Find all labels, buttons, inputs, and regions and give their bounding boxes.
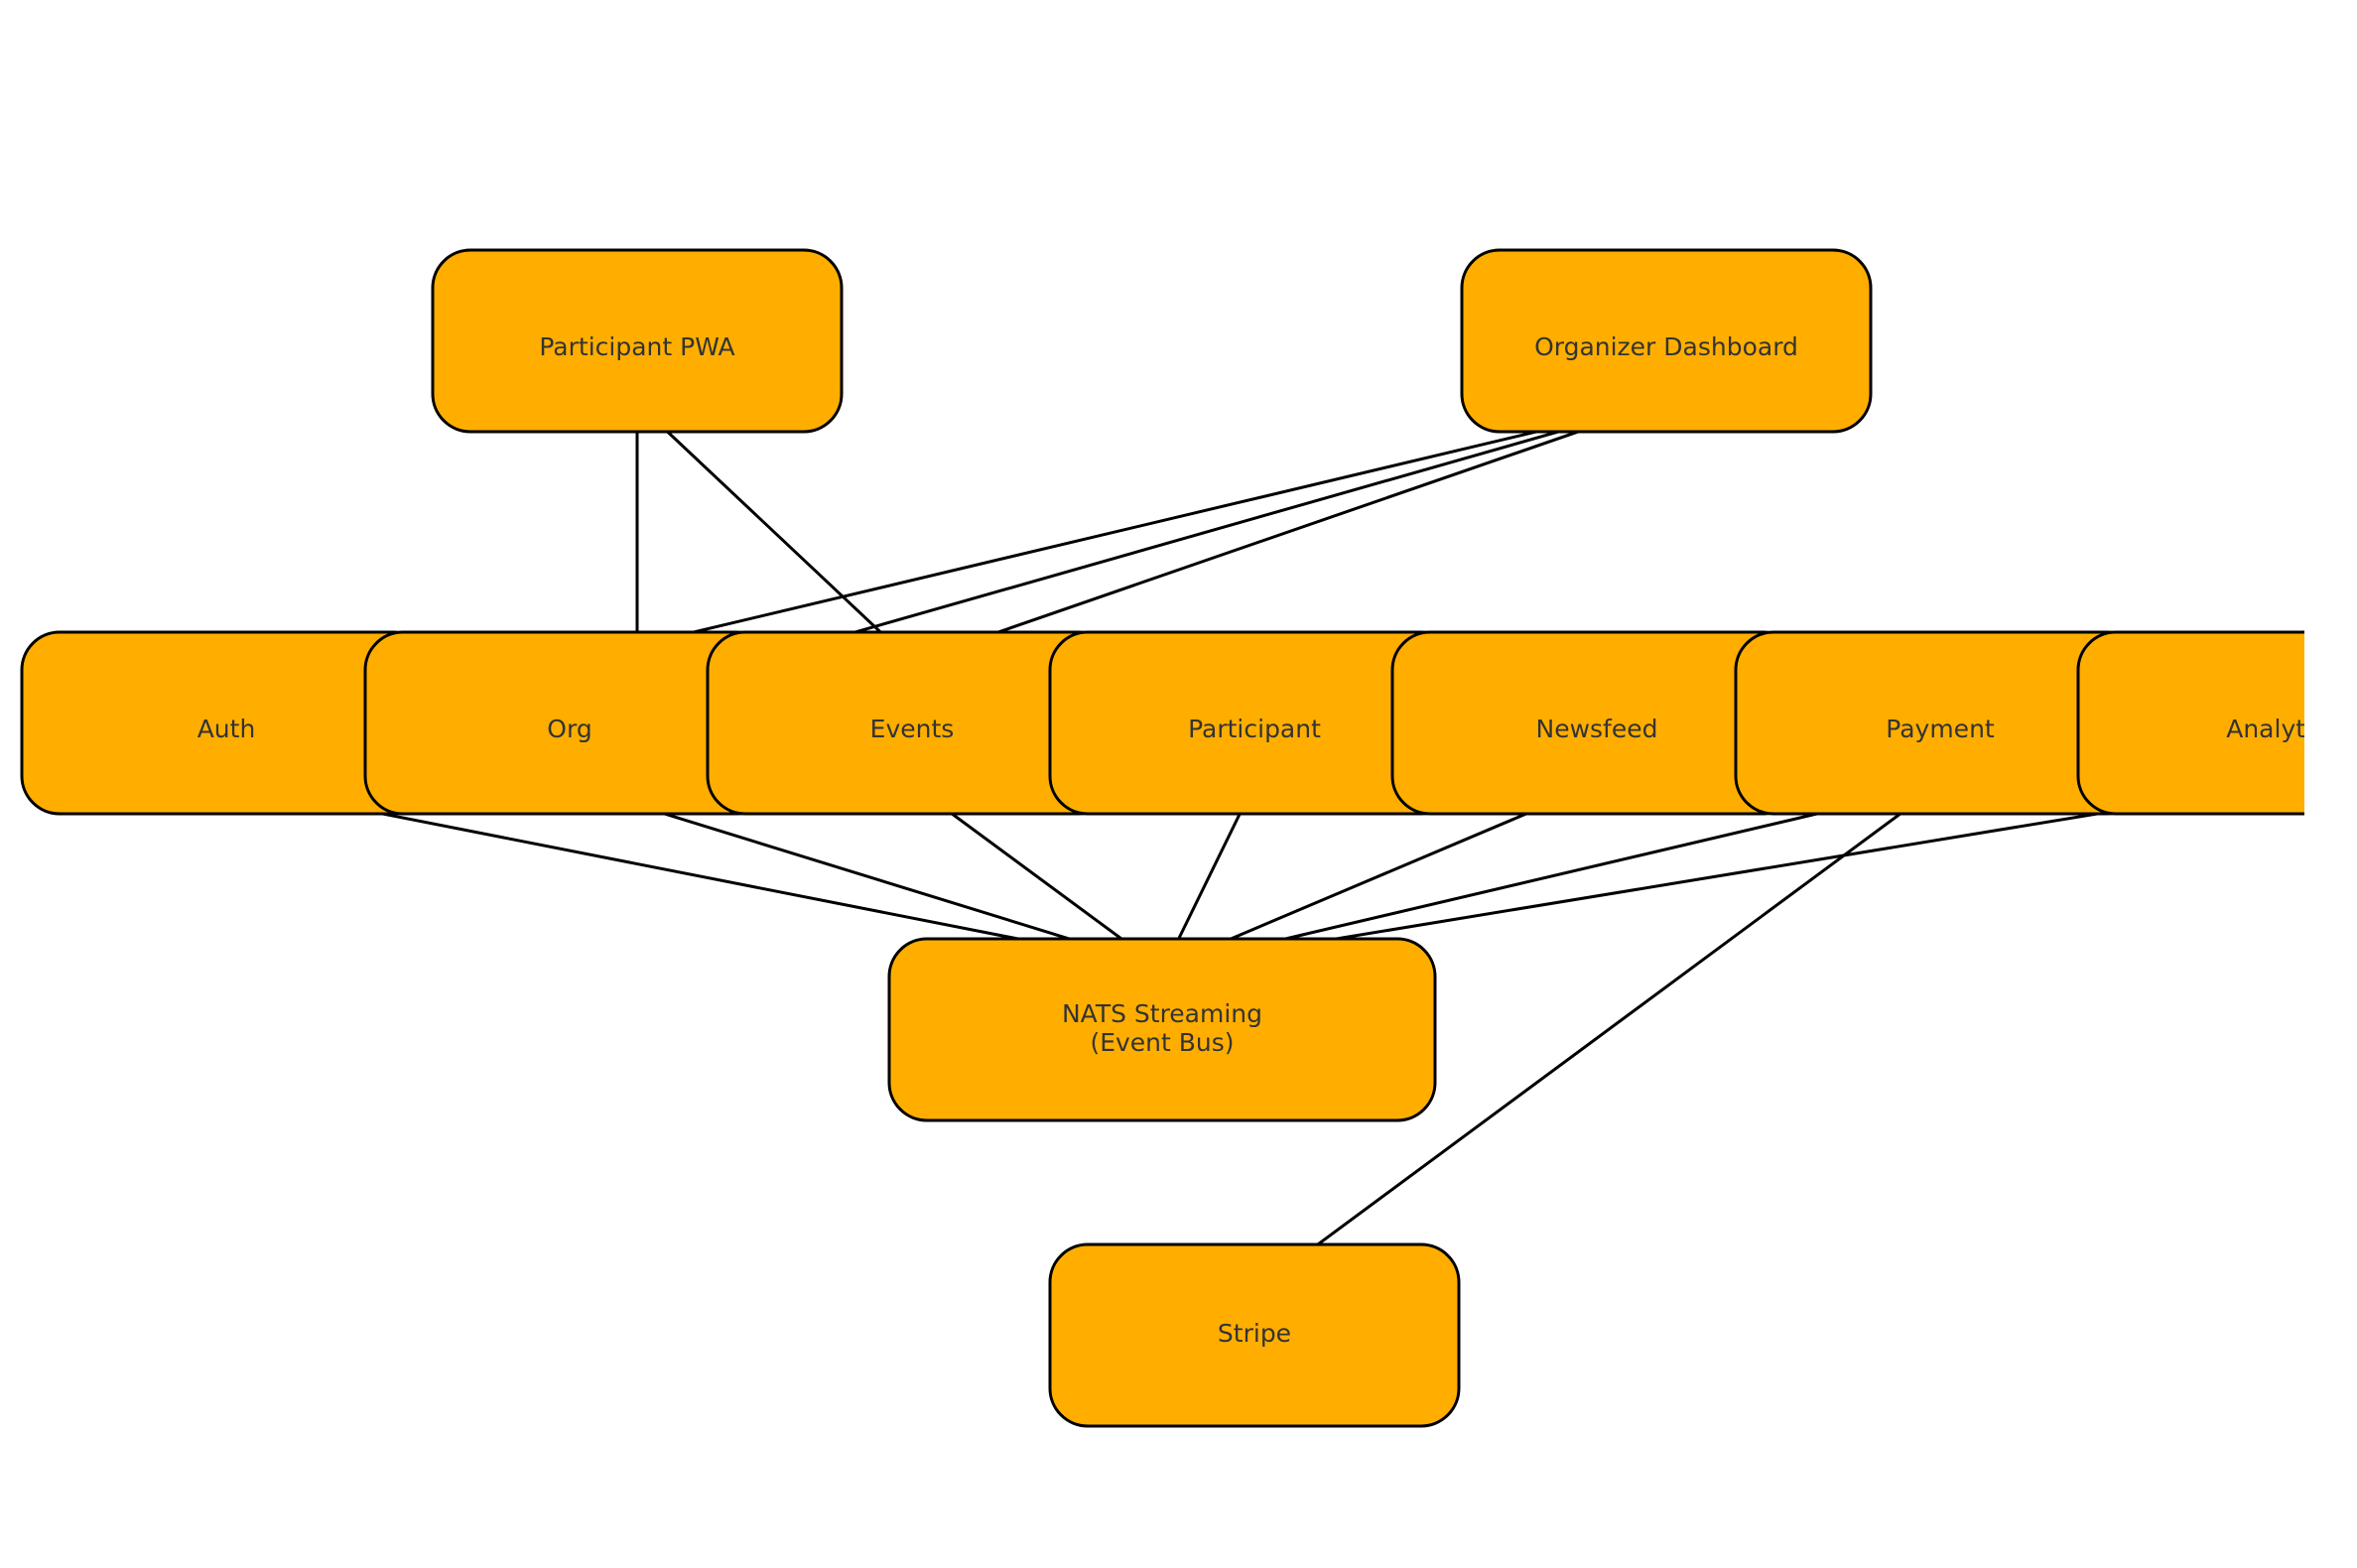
node-box (1460, 248, 1873, 434)
node-label: Payment (1886, 715, 1995, 743)
edge-nats-to-payment (1166, 786, 1935, 969)
node-label: Newsfeed (1536, 715, 1658, 743)
node-participant-pwa: Participant PWA (431, 248, 844, 434)
edge-stripe-to-payment (1279, 788, 1935, 1274)
node-participant: Participant (1048, 630, 1461, 816)
node-nats-event-bus: NATS Streaming (Event Bus) (887, 937, 1437, 1122)
node-label: Participant (1188, 715, 1321, 743)
edge-org-to-organizer-dashboard (572, 403, 1657, 663)
node-label-line-2: (Event Bus) (1090, 1028, 1234, 1057)
node-label: Stripe (1218, 1319, 1291, 1348)
node-label: Analytics (2226, 715, 2339, 743)
node-box (2076, 630, 2304, 816)
node-label-line-1: NATS Streaming (1062, 999, 1262, 1028)
node-organizer-dashboard: Organizer Dashboard (1460, 248, 1873, 434)
nodes-layer: Participant PWA Organizer Dashboard Auth… (20, 248, 2339, 1428)
node-label: Org (547, 715, 591, 743)
node-analytics: Analytics (2076, 630, 2339, 816)
node-label: Auth (197, 715, 256, 743)
node-stripe: Stripe (1048, 1242, 1461, 1428)
node-auth: Auth (20, 630, 433, 816)
node-payment: Payment (1734, 630, 2147, 816)
node-box (887, 937, 1437, 1122)
node-box (431, 248, 844, 434)
node-box (1048, 1242, 1461, 1428)
edge-nats-to-participant (1163, 790, 1251, 968)
node-label: Events (870, 715, 955, 743)
node-label: Participant PWA (539, 332, 734, 361)
node-label: Organizer Dashboard (1534, 332, 1798, 361)
node-events: Events (706, 630, 1118, 816)
edge-events-to-organizer-dashboard-a (753, 403, 1659, 663)
edge-nats-to-newsfeed (1164, 786, 1592, 969)
edge-nats-to-events (917, 788, 1160, 969)
edge-nats-to-org (575, 786, 1160, 969)
edge-events-to-organizer-dashboard-b (914, 403, 1661, 663)
edge-events-to-participant-pwa (641, 407, 911, 661)
edges-layer (231, 403, 2279, 1274)
